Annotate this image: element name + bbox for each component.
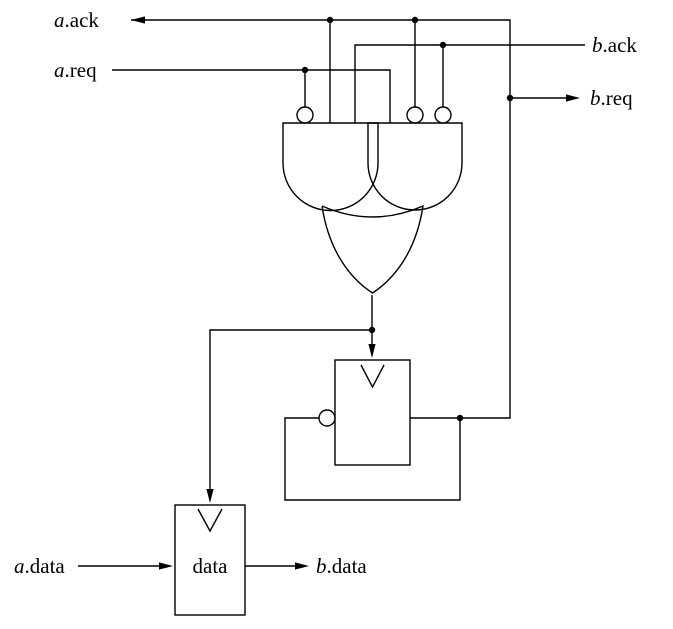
data-latch-box <box>174 504 246 616</box>
arrowhead-data-enable-icon <box>206 489 214 503</box>
wire-latch-feedback <box>284 417 461 501</box>
arrowhead-b-req-icon <box>566 94 580 102</box>
label-b-ack: b.ack <box>592 33 637 57</box>
wire-enable-branch <box>209 329 372 491</box>
inverter-bubble-a-req <box>296 106 314 124</box>
label-a-data-suffix: .data <box>25 554 66 578</box>
label-a-ack-suffix: .ack <box>65 8 100 32</box>
label-b-req-suffix: .req <box>601 86 634 110</box>
or-gate <box>321 204 424 294</box>
junction-dot <box>439 41 447 49</box>
and-gate-left <box>282 122 379 212</box>
label-data-latch: data <box>193 554 229 578</box>
inverter-bubble-b-ack <box>434 106 452 124</box>
and-gate-right <box>367 122 463 211</box>
label-a-ack: a.ack <box>54 8 99 32</box>
wire-b-ack <box>354 44 585 123</box>
label-a-req-var: a <box>54 58 65 82</box>
label-b-req: b.req <box>590 86 633 110</box>
arrowhead-latch-enable-icon <box>368 344 376 358</box>
label-a-req-suffix: .req <box>65 58 98 82</box>
junction-dot <box>326 16 334 24</box>
label-b-data: b.data <box>316 554 367 578</box>
label-b-ack-suffix: .ack <box>603 33 638 57</box>
label-a-req: a.req <box>54 58 97 82</box>
label-b-req-var: b <box>590 86 601 110</box>
wire-a-ack-feedback <box>131 19 511 419</box>
label-b-data-suffix: .data <box>327 554 368 578</box>
inverter-bubble-latch-input <box>318 409 336 427</box>
inverter-bubble-a-ack <box>406 106 424 124</box>
label-b-data-var: b <box>316 554 327 578</box>
junction-dot <box>368 326 376 334</box>
junction-dot <box>506 94 514 102</box>
label-b-ack-var: b <box>592 33 603 57</box>
arrowhead-a-ack-icon <box>131 16 145 24</box>
arrowhead-b-data-icon <box>295 562 309 570</box>
wire-a-req <box>112 69 391 123</box>
junction-dot <box>301 66 309 74</box>
label-a-data: a.data <box>14 554 65 578</box>
label-a-data-var: a <box>14 554 25 578</box>
junction-dot <box>456 414 464 422</box>
arrowhead-a-data-icon <box>159 562 173 570</box>
label-a-ack-var: a <box>54 8 65 32</box>
control-latch-enable-v-icon <box>360 364 385 389</box>
data-latch-enable-v-icon <box>197 508 223 533</box>
junction-dot <box>411 16 419 24</box>
control-latch-box <box>334 359 411 466</box>
